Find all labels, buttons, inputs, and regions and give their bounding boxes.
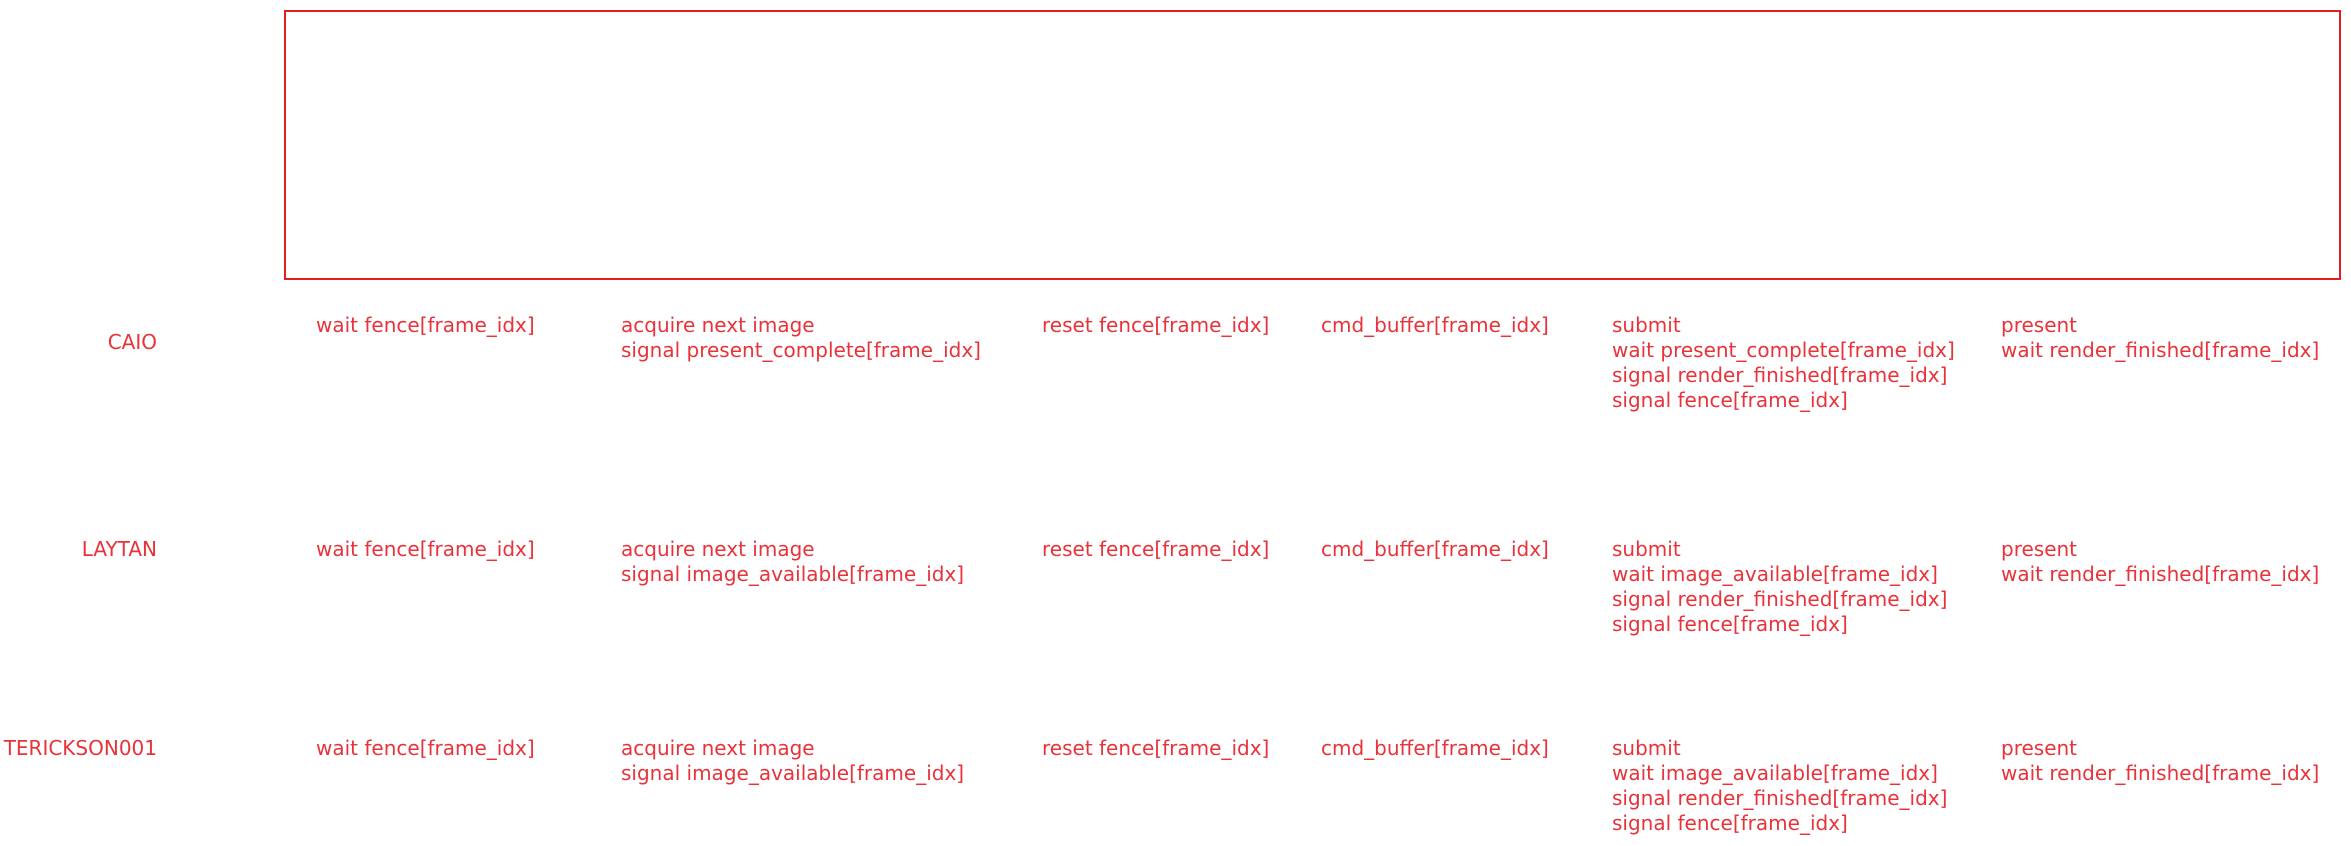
step-line: signal fence[frame_idx]	[1612, 612, 1848, 636]
step-cell: cmd_buffer[frame_idx]	[1321, 537, 1549, 562]
step-line: signal render_finished[frame_idx]	[1612, 786, 1948, 810]
step-cell: reset fence[frame_idx]	[1042, 537, 1269, 562]
step-line: present	[2001, 736, 2078, 760]
step-line: wait render_finished[frame_idx]	[2001, 761, 2320, 785]
step-cell: wait fence[frame_idx]	[316, 537, 535, 562]
step-cell: wait fence[frame_idx]	[316, 736, 535, 761]
step-line: cmd_buffer[frame_idx]	[1321, 736, 1549, 760]
step-line: signal image_available[frame_idx]	[621, 761, 965, 785]
step-line: signal image_available[frame_idx]	[621, 562, 965, 586]
step-line: submit	[1612, 537, 1681, 561]
step-line: present	[2001, 313, 2078, 337]
step-line: wait image_available[frame_idx]	[1612, 761, 1938, 785]
step-cell: wait fence[frame_idx]	[316, 313, 535, 338]
step-cell: cmd_buffer[frame_idx]	[1321, 313, 1549, 338]
step-line: cmd_buffer[frame_idx]	[1321, 537, 1549, 561]
step-line: present	[2001, 537, 2078, 561]
step-line: reset fence[frame_idx]	[1042, 537, 1270, 561]
step-line: cmd_buffer[frame_idx]	[1321, 313, 1549, 337]
step-line: reset fence[frame_idx]	[1042, 736, 1270, 760]
step-line: submit	[1612, 736, 1681, 760]
step-cell: reset fence[frame_idx]	[1042, 313, 1269, 338]
step-line: wait render_finished[frame_idx]	[2001, 338, 2320, 362]
row-label: CAIO	[107, 330, 157, 354]
step-line: wait fence[frame_idx]	[316, 313, 535, 337]
step-line: wait fence[frame_idx]	[316, 537, 535, 561]
empty-frame-box	[284, 10, 2341, 280]
step-line: signal render_finished[frame_idx]	[1612, 587, 1948, 611]
step-cell: cmd_buffer[frame_idx]	[1321, 736, 1549, 761]
step-line: acquire next image	[621, 736, 815, 760]
step-line: wait fence[frame_idx]	[316, 736, 535, 760]
step-line: acquire next image	[621, 537, 815, 561]
step-cell: reset fence[frame_idx]	[1042, 736, 1269, 761]
step-line: submit	[1612, 313, 1681, 337]
step-line: signal fence[frame_idx]	[1612, 388, 1848, 412]
step-line: signal render_finished[frame_idx]	[1612, 363, 1948, 387]
step-line: wait present_complete[frame_idx]	[1612, 338, 1955, 362]
step-line: signal fence[frame_idx]	[1612, 811, 1848, 835]
step-line: reset fence[frame_idx]	[1042, 313, 1270, 337]
step-line: acquire next image	[621, 313, 815, 337]
row-label: TERICKSON001	[3, 736, 157, 760]
step-line: signal present_complete[frame_idx]	[621, 338, 981, 362]
row-label: LAYTAN	[81, 537, 157, 561]
step-line: wait render_finished[frame_idx]	[2001, 562, 2320, 586]
step-line: wait image_available[frame_idx]	[1612, 562, 1938, 586]
